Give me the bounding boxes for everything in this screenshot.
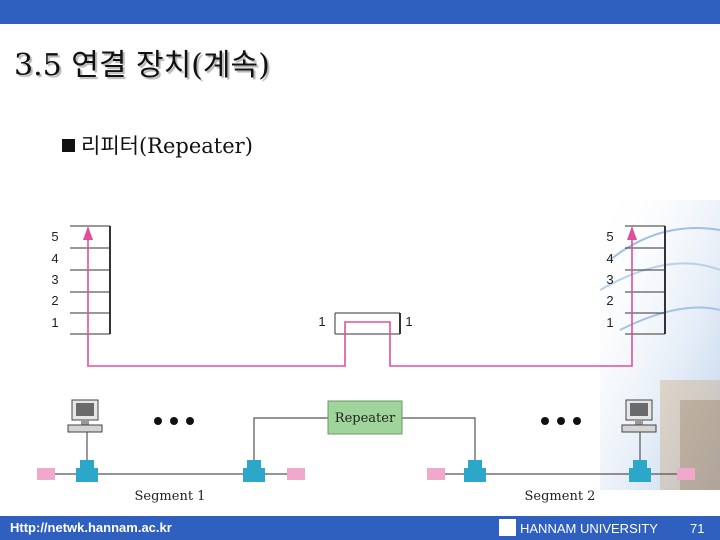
t-connector xyxy=(243,468,265,482)
t-connector xyxy=(629,468,651,482)
segment1-label: Segment 1 xyxy=(135,489,206,504)
terminator xyxy=(37,468,55,480)
right-protocol-stack: 5 4 3 2 1 xyxy=(606,226,665,334)
computer-icon xyxy=(68,400,102,432)
left-layer-5: 5 xyxy=(51,229,58,244)
left-protocol-stack: 5 4 3 2 1 xyxy=(51,226,110,334)
repeater-diagram: 5 4 3 2 1 5 4 3 2 1 1 1 xyxy=(0,0,720,516)
ellipsis-right xyxy=(541,417,581,425)
repeater-label: Repeater xyxy=(335,411,396,426)
left-layer-1: 1 xyxy=(51,315,58,330)
segment1-connectors xyxy=(37,460,305,482)
terminator xyxy=(287,468,305,480)
right-layer-4: 4 xyxy=(606,251,613,266)
t-connector xyxy=(464,468,486,482)
page-number: 71 xyxy=(690,521,704,536)
footer-url[interactable]: Http://netwk.hannam.ac.kr xyxy=(10,520,172,535)
repeater-layer-box: 1 1 xyxy=(318,313,412,334)
terminator xyxy=(427,468,445,480)
repeater-layer-right: 1 xyxy=(405,314,412,329)
right-layer-1: 1 xyxy=(606,315,613,330)
left-layer-4: 4 xyxy=(51,251,58,266)
computer-icon xyxy=(622,400,656,432)
segment2-label: Segment 2 xyxy=(525,489,596,504)
data-flow-path xyxy=(83,226,637,366)
left-layer-2: 2 xyxy=(51,293,58,308)
t-connector xyxy=(76,468,98,482)
repeater-device: Repeater xyxy=(328,401,402,434)
repeater-layer-left: 1 xyxy=(318,314,325,329)
right-layer-3: 3 xyxy=(606,272,613,287)
segment2-connectors xyxy=(427,460,695,482)
terminator xyxy=(677,468,695,480)
left-layer-3: 3 xyxy=(51,272,58,287)
university-logo-icon xyxy=(499,519,516,536)
right-layer-5: 5 xyxy=(606,229,613,244)
right-layer-2: 2 xyxy=(606,293,613,308)
ellipsis-left xyxy=(154,417,194,425)
footer-bar: Http://netwk.hannam.ac.kr HANNAM UNIVERS… xyxy=(0,516,720,540)
footer-university: HANNAM UNIVERSITY xyxy=(520,521,658,536)
